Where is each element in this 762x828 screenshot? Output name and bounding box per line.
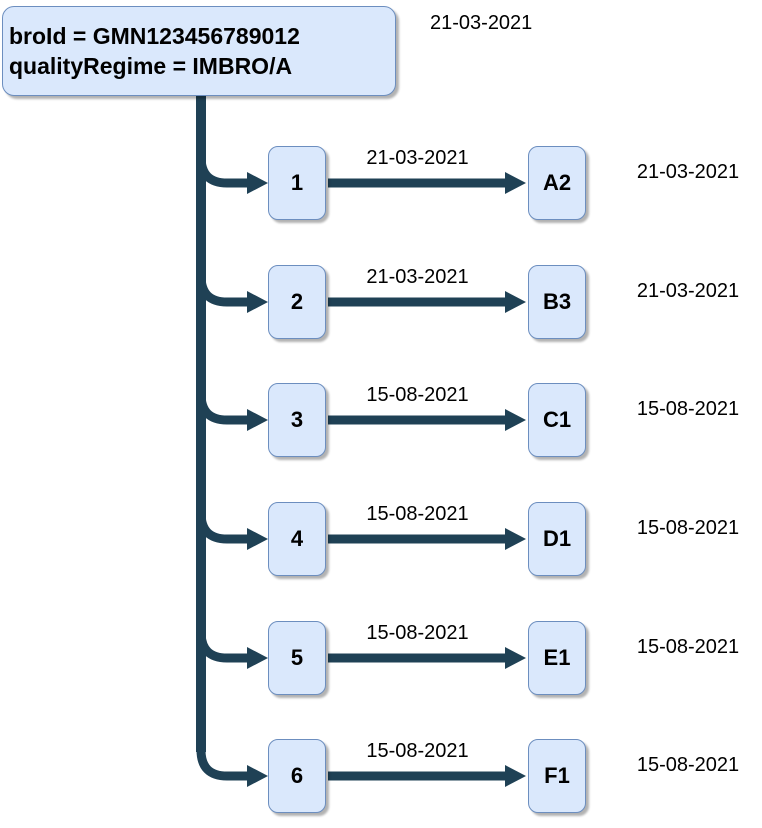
letter-node: D1 [528, 502, 586, 576]
edge-arrowhead-icon [505, 528, 526, 550]
edge-date-label: 21-03-2021 [366, 147, 469, 169]
letter-node-label: C1 [542, 407, 572, 432]
right-date-label: 15-08-2021 [636, 636, 740, 658]
tree-row: 2 21-03-2021 B3 21-03-2021 [0, 265, 762, 339]
root-date-label: 21-03-2021 [430, 12, 533, 34]
branch-arrowhead-icon [247, 172, 268, 194]
branch-arrowhead-icon [247, 409, 268, 431]
number-node-label: 6 [290, 763, 304, 788]
row-connector [196, 749, 526, 787]
row-connector [196, 275, 526, 313]
edge-arrowhead-icon [505, 765, 526, 787]
letter-node-label: F1 [544, 763, 570, 788]
row-connector [196, 393, 526, 431]
branch-arrowhead-icon [247, 291, 268, 313]
root-node: broId = GMN123456789012 qualityRegime = … [2, 6, 396, 96]
number-node: 3 [268, 383, 326, 457]
row-connector [196, 156, 526, 194]
right-date-label: 15-08-2021 [636, 398, 740, 420]
row-connector [196, 631, 526, 669]
letter-node: B3 [528, 265, 586, 339]
number-node: 5 [268, 621, 326, 695]
number-node: 6 [268, 739, 326, 813]
edge-arrowhead-icon [505, 172, 526, 194]
row-connector [196, 512, 526, 550]
letter-node-label: B3 [542, 289, 572, 314]
root-node-line2: qualityRegime = IMBRO/A [9, 53, 293, 79]
branch-arrowhead-icon [247, 528, 268, 550]
edge-date-label: 15-08-2021 [366, 622, 469, 644]
tree-row: 5 15-08-2021 E1 15-08-2021 [0, 621, 762, 695]
branch-arrowhead-icon [247, 765, 268, 787]
number-node: 4 [268, 502, 326, 576]
edge-arrowhead-icon [505, 291, 526, 313]
number-node-label: 1 [290, 170, 304, 195]
right-date-label: 21-03-2021 [636, 280, 740, 302]
root-node-line1: broId = GMN123456789012 [9, 23, 300, 49]
letter-node: C1 [528, 383, 586, 457]
tree-row: 6 15-08-2021 F1 15-08-2021 [0, 739, 762, 813]
number-node-label: 4 [290, 526, 304, 551]
edge-date-label: 15-08-2021 [366, 384, 469, 406]
right-date-label: 21-03-2021 [636, 161, 740, 183]
tree-row: 3 15-08-2021 C1 15-08-2021 [0, 383, 762, 457]
branch-arrowhead-icon [247, 647, 268, 669]
number-node: 2 [268, 265, 326, 339]
letter-node-label: E1 [543, 645, 571, 670]
edge-date-label: 15-08-2021 [366, 503, 469, 525]
letter-node: E1 [528, 621, 586, 695]
letter-node: F1 [528, 739, 586, 813]
number-node-label: 2 [290, 289, 304, 314]
number-node-label: 3 [290, 407, 304, 432]
edge-arrowhead-icon [505, 409, 526, 431]
edge-arrowhead-icon [505, 647, 526, 669]
letter-node: A2 [528, 146, 586, 220]
edge-date-label: 15-08-2021 [366, 740, 469, 762]
right-date-label: 15-08-2021 [636, 517, 740, 539]
number-node-label: 5 [290, 645, 304, 670]
number-node: 1 [268, 146, 326, 220]
tree-row: 1 21-03-2021 A2 21-03-2021 [0, 146, 762, 220]
edge-date-label: 21-03-2021 [366, 266, 469, 288]
tree-row: 4 15-08-2021 D1 15-08-2021 [0, 502, 762, 576]
right-date-label: 15-08-2021 [636, 754, 740, 776]
letter-node-label: D1 [542, 526, 572, 551]
letter-node-label: A2 [542, 170, 572, 195]
